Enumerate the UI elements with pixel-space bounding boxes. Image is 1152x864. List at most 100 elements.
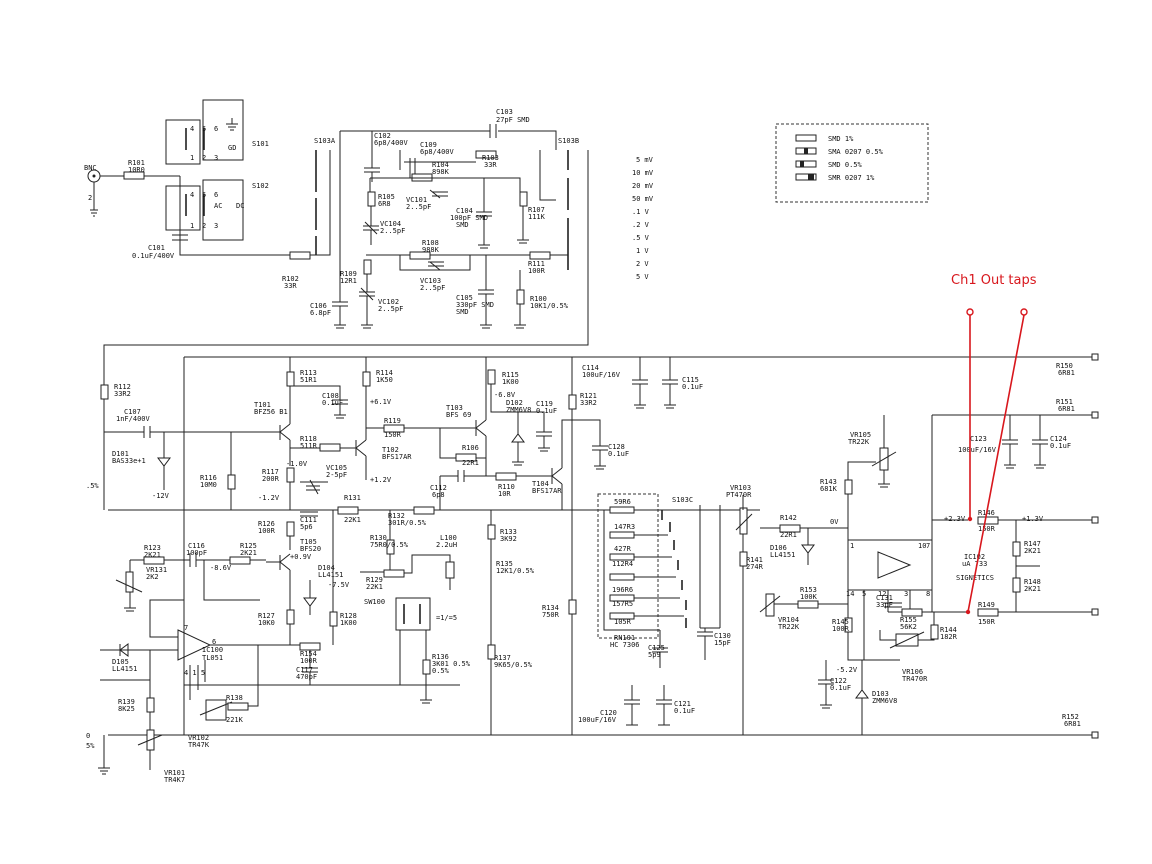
svg-text:10R: 10R <box>498 490 511 498</box>
r114-resistor <box>362 371 371 387</box>
input-section: BNC 2 R101 10R0 C101 0.1uF/400V 4 5 6 1 … <box>84 99 331 290</box>
t105-label: T105 <box>300 538 317 546</box>
svg-text:8K25: 8K25 <box>118 705 135 713</box>
svg-text:100R: 100R <box>258 527 276 535</box>
range-2v: 2 V <box>636 260 649 268</box>
svg-text:301R/0.5%: 301R/0.5% <box>388 519 427 527</box>
c120-label: C120 <box>600 709 617 717</box>
r115-resistor <box>487 369 496 385</box>
svg-text:105R: 105R <box>614 618 632 626</box>
range-5mv: 5 mV <box>636 156 654 164</box>
s102-label: S102 <box>252 182 269 190</box>
r121-label: R121 <box>580 392 597 400</box>
svg-text:427R: 427R <box>614 545 632 553</box>
svg-text:5: 5 <box>202 125 206 133</box>
r155-resistor <box>901 608 923 617</box>
r111-resistor <box>529 251 551 260</box>
vr103-label: VR103 <box>730 484 751 492</box>
r119-label: R119 <box>384 417 401 425</box>
svg-text:10K1/0.5%: 10K1/0.5% <box>530 302 569 310</box>
c104-label: C104 <box>456 207 473 215</box>
svg-text:5p9: 5p9 <box>648 651 661 659</box>
c116-label: C116 <box>188 542 205 550</box>
r110-label: R110 <box>498 483 515 491</box>
r138-resistor <box>227 702 249 711</box>
svg-text:-5.2V: -5.2V <box>836 666 858 674</box>
ic102-amplifier <box>847 539 933 591</box>
svg-text:3K01 0.5%: 3K01 0.5% <box>432 660 471 668</box>
c103-label: C103 <box>496 108 513 116</box>
svg-text:10R0: 10R0 <box>128 166 145 174</box>
r138-label: R138 <box>226 694 243 702</box>
svg-text:TR4K7: TR4K7 <box>164 776 185 784</box>
rn101-network <box>597 493 659 639</box>
svg-text:3: 3 <box>214 154 218 162</box>
vr104-label: VR104 <box>778 616 799 624</box>
svg-text:0.5%: 0.5% <box>432 667 450 675</box>
svg-text:3K92: 3K92 <box>500 535 517 543</box>
svg-text:+2.3V: +2.3V <box>944 515 966 523</box>
svg-text:6: 6 <box>214 125 218 133</box>
svg-text:2K21: 2K21 <box>144 551 161 559</box>
vc105-label: VC105 <box>326 464 347 472</box>
c117-label: C117 <box>296 666 313 674</box>
sw100-mode: =1/=5 <box>436 614 457 622</box>
r113-label: R113 <box>300 369 317 377</box>
svg-text:33pF: 33pF <box>876 601 893 609</box>
r151-label: R151 <box>1056 398 1073 406</box>
svg-text:59R6: 59R6 <box>614 498 631 506</box>
r102-label: R102 <box>282 275 299 283</box>
r139-label: R139 <box>118 698 135 706</box>
svg-text:LL4151: LL4151 <box>112 665 137 673</box>
r133-label: R133 <box>500 528 517 536</box>
r153-label: R153 <box>800 586 817 594</box>
r145-label: R145 <box>832 618 849 626</box>
svg-text:330pF SMD: 330pF SMD <box>456 301 494 309</box>
vr102-trimmer <box>205 699 227 721</box>
svg-text:100K: 100K <box>800 593 818 601</box>
r127-label: R127 <box>258 612 275 620</box>
r132-label: R132 <box>388 512 405 520</box>
svg-text:10K0: 10K0 <box>258 619 275 627</box>
svg-text:5p6: 5p6 <box>300 523 313 531</box>
svg-text:2K21: 2K21 <box>1024 585 1041 593</box>
r103-label: R103 <box>482 154 499 162</box>
d103-label: D103 <box>872 690 889 698</box>
svg-text:100pF: 100pF <box>186 549 207 557</box>
svg-text:0.1uF: 0.1uF <box>536 407 557 415</box>
gd-label: GD <box>228 144 236 152</box>
vr131-trimmer <box>125 571 134 593</box>
svg-text:196R6: 196R6 <box>612 586 633 594</box>
svg-text:2..5pF: 2..5pF <box>378 305 403 313</box>
svg-text:6R8: 6R8 <box>378 200 391 208</box>
r149-resistor <box>977 608 999 617</box>
svg-text:33R2: 33R2 <box>580 399 597 407</box>
svg-text:200R: 200R <box>262 475 280 483</box>
r136-label: R136 <box>432 653 449 661</box>
vr103-trimmer <box>739 507 748 535</box>
svg-text:22R1: 22R1 <box>780 531 797 539</box>
ch1-out-taps-annotation: Ch1 Out taps <box>951 273 1037 615</box>
c125-label: C125 <box>648 644 665 652</box>
c130-label: C130 <box>714 632 731 640</box>
ic102-label: IC102 <box>964 553 985 561</box>
legend-item-smd-05: SMD 0.5% <box>828 161 863 169</box>
svg-text:56K2: 56K2 <box>900 623 917 631</box>
svg-text:100uF/16V: 100uF/16V <box>582 371 621 379</box>
svg-text:TR22K: TR22K <box>848 438 870 446</box>
vc102-label: VC102 <box>378 298 399 306</box>
r100-resistor <box>516 289 525 305</box>
svg-text:0.1uF: 0.1uF <box>674 707 695 715</box>
l100-inductor <box>445 561 455 579</box>
r134-resistor <box>568 599 577 615</box>
r132-resistor <box>413 506 435 515</box>
vr105-label: VR105 <box>850 431 871 439</box>
svg-text:-8.6V: -8.6V <box>210 564 232 572</box>
r116-label: R116 <box>200 474 217 482</box>
svg-text:2K2: 2K2 <box>146 573 159 581</box>
r128-resistor <box>329 611 338 627</box>
r104-label: R104 <box>432 161 449 169</box>
r143-resistor <box>844 479 853 495</box>
r113-resistor <box>286 371 295 387</box>
r143-label: R143 <box>820 478 837 486</box>
